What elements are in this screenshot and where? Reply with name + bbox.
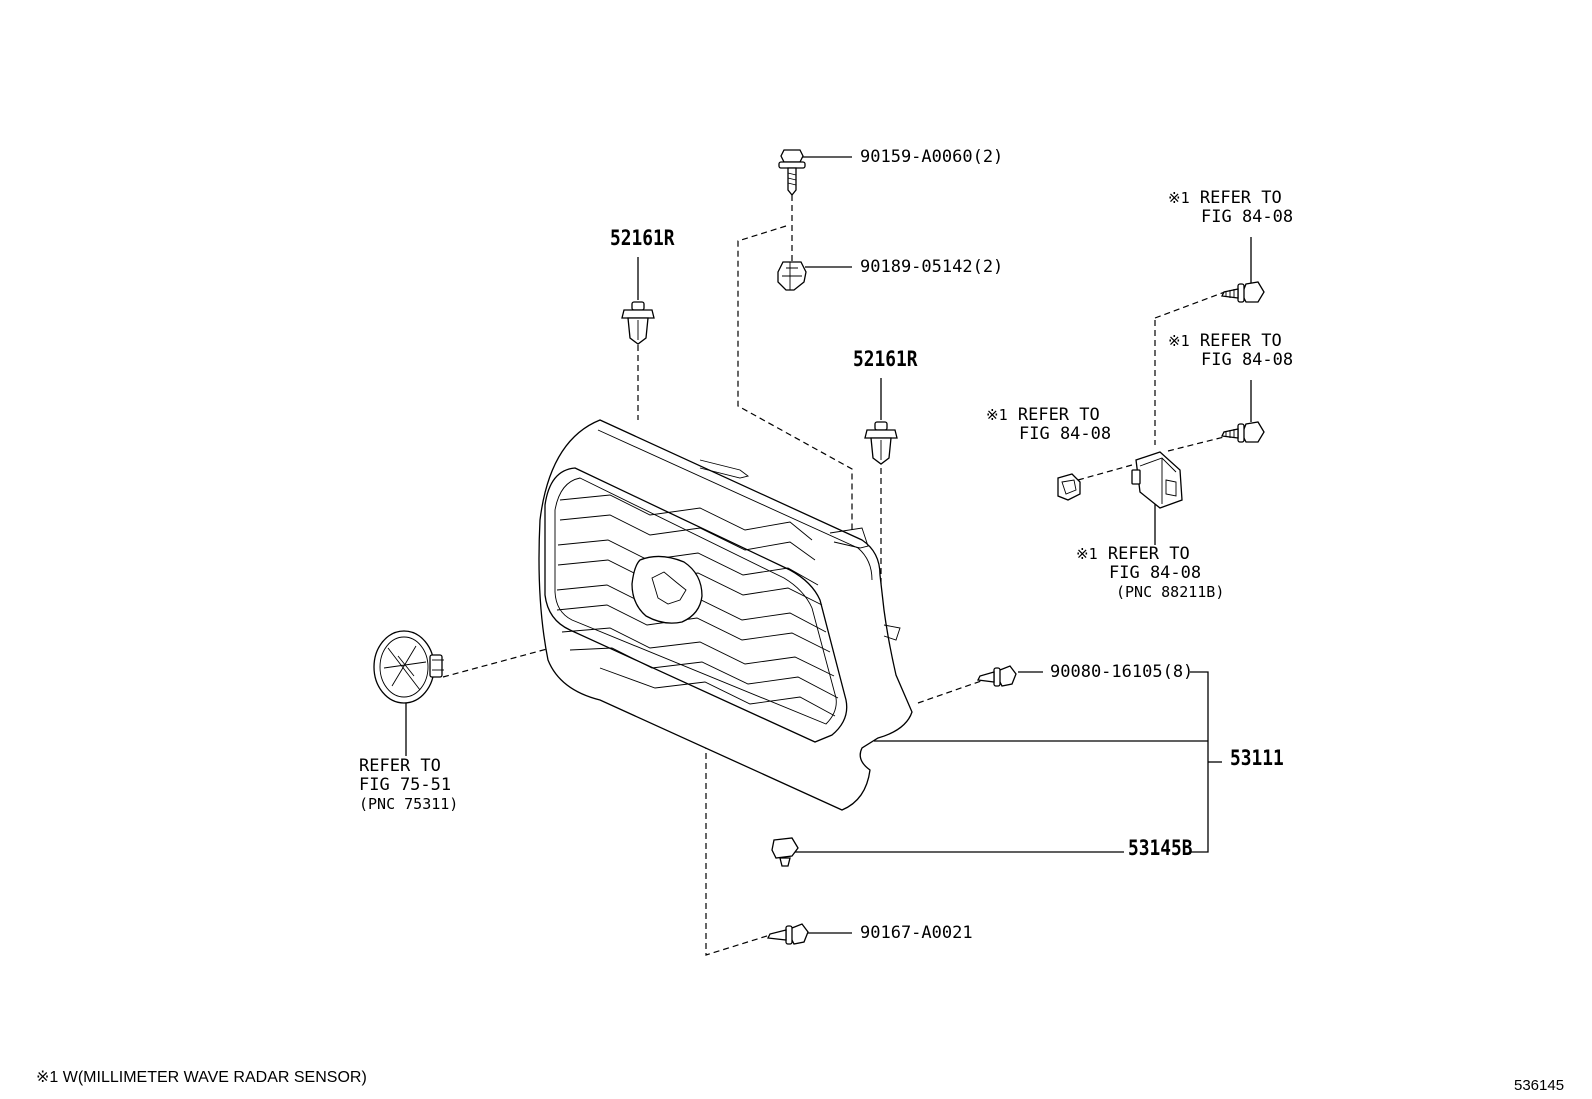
refer-to-callout-3: ※1 REFER TO FIG 84-08: [986, 406, 1111, 444]
part-number-screw-bottom: 90167-A0021: [860, 923, 973, 943]
refer-to-text: REFER TO: [1017, 405, 1100, 425]
refer-to-callout-1: ※1 REFER TO FIG 84-08: [1168, 189, 1293, 227]
push-clip-left: [621, 301, 655, 345]
note-mark: ※1: [1168, 332, 1190, 350]
note-mark: ※1: [1168, 189, 1190, 207]
pnc-reference: (PNC 88211B): [1116, 583, 1225, 601]
clip-53145b: [771, 837, 799, 867]
part-number-grille-assembly: 53111: [1230, 746, 1284, 770]
sensor-bolt-upper: [1221, 281, 1265, 303]
refer-to-text: REFER TO: [1199, 188, 1282, 208]
leader-lines: [405, 156, 1252, 934]
fig-reference: FIG 75-51: [359, 775, 452, 795]
grille-assembly: [538, 419, 913, 811]
part-number-clip-right: 52161R: [853, 347, 918, 371]
note-mark: ※1: [986, 406, 1008, 424]
clip-nut: [777, 261, 807, 291]
pnc-reference: (PNC 75311): [359, 795, 459, 813]
flange-bolt: [778, 149, 806, 197]
refer-to-text: REFER TO: [1107, 544, 1190, 564]
emblem-refer-to-callout: REFER TO FIG 75-51 (PNC 75311): [359, 757, 458, 814]
emblem: [373, 630, 444, 704]
footnote: ※1 W(MILLIMETER WAVE RADAR SENSOR): [36, 1069, 367, 1086]
part-number-screw-right: 90080-16105(8): [1050, 662, 1194, 682]
figure-number: 536145: [1514, 1077, 1565, 1094]
fig-reference: FIG 84-08: [1019, 424, 1112, 444]
part-number-bolt-top: 90159-A0060(2): [860, 147, 1004, 167]
part-number-clip-bottom: 53145B: [1128, 836, 1193, 860]
fig-reference: FIG 84-08: [1201, 350, 1294, 370]
part-number-nut-top: 90189-05142(2): [860, 257, 1004, 277]
sensor-nut: [1057, 473, 1081, 501]
grille-slats: [556, 494, 839, 717]
note-mark: ※1: [1076, 545, 1098, 563]
tapping-screw-right: [977, 665, 1017, 687]
push-clip-right: [864, 421, 898, 465]
refer-to-text: REFER TO: [359, 756, 441, 776]
fig-reference: FIG 84-08: [1109, 563, 1202, 583]
tapping-screw-bottom: [767, 923, 809, 945]
refer-to-callout-4: ※1 REFER TO FIG 84-08 (PNC 88211B): [1076, 545, 1224, 602]
part-number-clip-left: 52161R: [610, 226, 675, 250]
refer-to-callout-2: ※1 REFER TO FIG 84-08: [1168, 332, 1293, 370]
sensor-bolt-middle: [1221, 421, 1265, 443]
refer-to-text: REFER TO: [1199, 331, 1282, 351]
radar-sensor: [1131, 451, 1183, 509]
fig-reference: FIG 84-08: [1201, 207, 1294, 227]
